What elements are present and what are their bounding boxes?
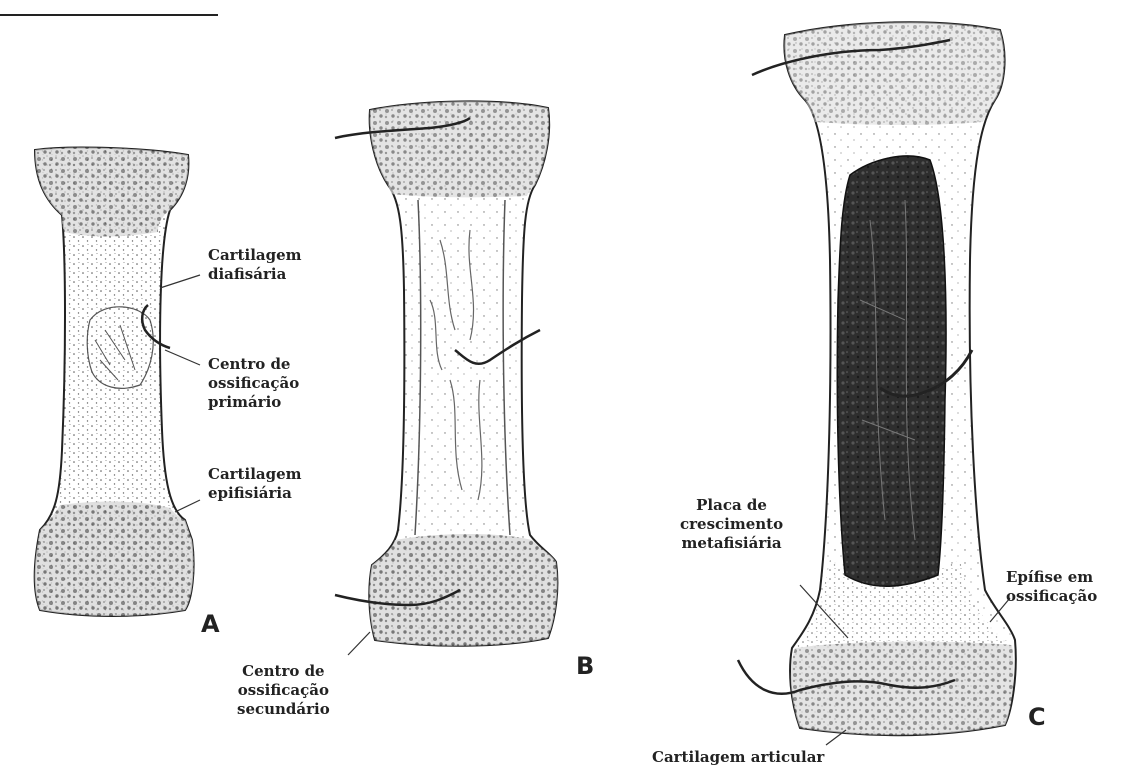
bone-b bbox=[335, 101, 557, 645]
label-placa-crescimento: Placa de crescimento metafisiária bbox=[680, 496, 783, 553]
label-cartilagem-epifisaria: Cartilagem epifisiária bbox=[208, 465, 302, 503]
panel-letter-a: A bbox=[201, 610, 220, 638]
pointer-cartilagem-epifisaria bbox=[175, 500, 200, 512]
bone-c-marrow-cavity bbox=[837, 156, 946, 586]
panel-letter-b: B bbox=[576, 652, 594, 680]
bone-c-lower-epiphysis bbox=[791, 642, 1014, 736]
label-cartilagem-articular: Cartilagem articular bbox=[652, 748, 824, 767]
panel-letter-c: C bbox=[1028, 703, 1046, 731]
label-epifise-ossificacao: Epífise em ossificação bbox=[1006, 568, 1097, 606]
bone-b-lower-epiphysis bbox=[369, 534, 557, 646]
bone-a-lower-cartilage bbox=[35, 502, 194, 616]
bone-c bbox=[738, 22, 1016, 735]
label-centro-secundario: Centro de ossificação secundário bbox=[237, 662, 330, 719]
label-cartilagem-diafisaria: Cartilagem diafisária bbox=[208, 246, 302, 284]
pointer-centro-primario bbox=[165, 350, 200, 365]
pointer-centro-secundario bbox=[348, 632, 370, 655]
pointer-cartilagem-diafisaria bbox=[160, 275, 200, 288]
bone-b-upper-epiphysis bbox=[370, 101, 549, 197]
bone-c-upper-epiphysis bbox=[784, 22, 1004, 125]
bone-a bbox=[35, 148, 194, 616]
label-centro-primario: Centro de ossificação primário bbox=[208, 355, 299, 412]
